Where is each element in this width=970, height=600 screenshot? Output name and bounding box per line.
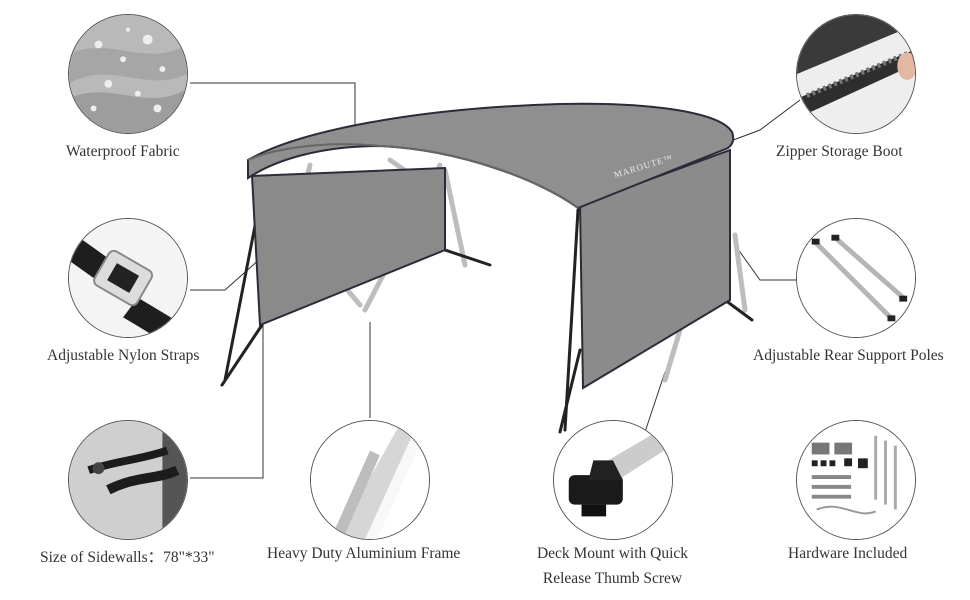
adjustable-nylon-straps-circle xyxy=(68,218,188,338)
deck-mount-label-line1: Deck Mount with Quick xyxy=(536,545,689,562)
adjustable-rear-support-poles-circle xyxy=(796,218,916,338)
deck-mount-label-line2: Release Thumb Screw xyxy=(542,570,683,587)
zipper-storage-boot-circle xyxy=(796,14,916,134)
strap-buckle-icon xyxy=(69,219,187,337)
hardware-included-label: Hardware Included xyxy=(788,545,908,562)
hardware-included-circle xyxy=(796,420,916,540)
deck-mount-icon xyxy=(554,421,672,539)
deck-mount-label: Deck Mount with Quick Release Thumb Scre… xyxy=(520,541,705,591)
waterproof-fabric-circle xyxy=(68,14,188,134)
sidewall-strap-icon xyxy=(69,421,187,539)
support-poles-icon xyxy=(797,219,915,337)
zipper-storage-boot-label: Zipper Storage Boot xyxy=(776,143,903,160)
aluminium-tube-icon xyxy=(311,421,429,539)
fabric-icon xyxy=(69,15,187,133)
zipper-icon xyxy=(797,15,915,133)
heavy-duty-aluminium-frame-circle xyxy=(310,420,430,540)
waterproof-fabric-label: Waterproof Fabric xyxy=(66,143,180,160)
adjustable-nylon-straps-label: Adjustable Nylon Straps xyxy=(47,347,200,364)
heavy-duty-aluminium-frame-label: Heavy Duty Aluminium Frame xyxy=(267,545,461,562)
adjustable-rear-support-poles-label: Adjustable Rear Support Poles xyxy=(753,347,944,364)
hardware-kit-icon xyxy=(797,421,915,539)
size-of-sidewalls-label: Size of Sidewalls：78"*33" xyxy=(40,549,215,566)
size-of-sidewalls-circle xyxy=(68,420,188,540)
deck-mount-circle xyxy=(553,420,673,540)
